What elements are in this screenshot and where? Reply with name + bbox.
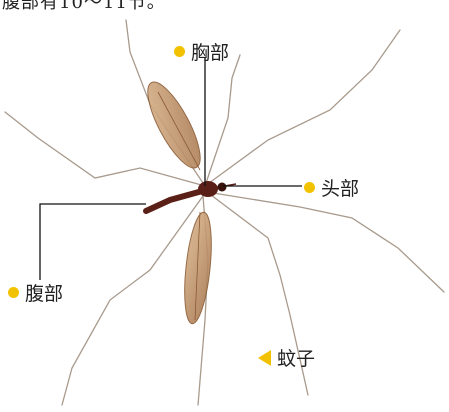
lower-wing	[180, 211, 216, 325]
caption-text: 蚊子	[277, 344, 315, 371]
leg	[205, 30, 400, 186]
abdomen-leader	[40, 204, 146, 280]
yellow-triangle-icon	[258, 350, 271, 366]
thorax-text: 胸部	[191, 38, 229, 65]
abdomen-text: 腹部	[25, 279, 63, 306]
leg	[205, 55, 240, 186]
head-text: 头部	[321, 174, 359, 201]
leg	[62, 196, 203, 405]
label-thorax: 胸部	[174, 38, 229, 65]
leader-lines	[40, 58, 302, 280]
head-shape	[218, 183, 227, 192]
yellow-dot-icon	[174, 46, 185, 57]
yellow-dot-icon	[304, 182, 315, 193]
leg	[207, 192, 444, 292]
label-head: 头部	[304, 174, 359, 201]
abdomen-shape	[146, 190, 206, 211]
label-abdomen: 腹部	[8, 279, 63, 306]
upper-wing	[138, 76, 210, 175]
yellow-dot-icon	[8, 287, 19, 298]
legs	[5, 20, 444, 405]
thorax-shape	[198, 181, 218, 197]
caption-mosquito: 蚊子	[258, 344, 315, 371]
